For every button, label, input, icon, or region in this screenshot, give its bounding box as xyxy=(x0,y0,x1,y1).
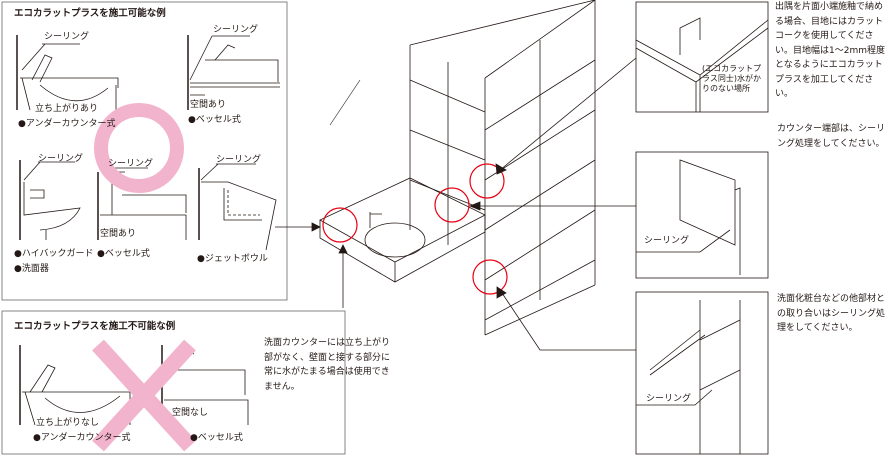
leader-lines xyxy=(338,57,637,351)
space-yes-label: 空間あり xyxy=(190,100,227,110)
high-back-label: ●ハイバックガード xyxy=(14,249,94,259)
sealing-label: シーリング xyxy=(213,25,259,35)
other-detail-box xyxy=(635,291,769,455)
sealing-label: シーリング xyxy=(38,154,84,164)
under-counter-label: ●アンダーカウンター式 xyxy=(18,119,116,129)
jet-bowl-sketch xyxy=(198,163,321,251)
impossible-note: 洗面カウンターには立ち上がり部がなく、壁面と接する部分に常に水がたまる場合は使用… xyxy=(264,338,391,392)
corner-detail-sketch xyxy=(635,17,769,112)
vessel-sketch xyxy=(187,35,280,110)
vessel-label: ●ベッセル式 xyxy=(97,249,150,259)
counter-note: カウンター端部は、シーリング処理をしてください。 xyxy=(777,124,886,149)
riser-yes-label: 立ち上がりあり xyxy=(35,104,99,114)
space-no-label: 空間なし xyxy=(172,408,209,418)
space-yes-label: 空間あり xyxy=(100,229,137,239)
ng-cross-mark xyxy=(92,339,196,452)
under-counter-label: ●アンダーカウンター式 xyxy=(33,433,131,443)
other-note: 洗面化粧台などの他部材との取り合いはシーリング処理をしてください。 xyxy=(777,294,886,333)
impossible-title: エコカラットプラスを施工不可能な例 xyxy=(14,321,176,332)
counter-detail-sketch xyxy=(636,159,741,275)
sealing-label: シーリング xyxy=(108,159,154,169)
impossible-box xyxy=(1,310,346,455)
sealing-label: シーリング xyxy=(44,32,90,42)
corner-detail-box xyxy=(635,1,769,113)
highlight-circles xyxy=(322,163,508,295)
possible-box xyxy=(1,1,288,301)
ok-circle-mark xyxy=(94,103,184,193)
vessel-label: ●ベッセル式 xyxy=(188,115,241,125)
vanity-isometric xyxy=(319,0,596,336)
high-back-sketch xyxy=(19,160,81,240)
vessel-label: ●ベッセル式 xyxy=(190,433,243,443)
corner-label: (エコカラットプラス同士)水がかりのない場所 xyxy=(702,64,762,93)
riser-no-label: 立ち上がりなし xyxy=(36,418,100,428)
corner-note: 出隅を片面小端施釉で納める場合、目地にはカラットコークを使用してください。目地幅… xyxy=(775,2,885,99)
sealing-label: シーリング xyxy=(216,155,262,165)
other-sealing-label: シーリング xyxy=(646,394,692,404)
basin-label: ●洗面器 xyxy=(14,264,49,274)
counter-sealing-label: シーリング xyxy=(644,236,690,246)
under-counter-sketch xyxy=(16,35,119,111)
other-detail-sketch xyxy=(636,300,741,454)
jet-bowl-label: ●ジェットボウル xyxy=(197,254,268,264)
counter-detail-box xyxy=(635,151,769,279)
possible-title: エコカラットプラスを施工可能な例 xyxy=(14,8,166,19)
